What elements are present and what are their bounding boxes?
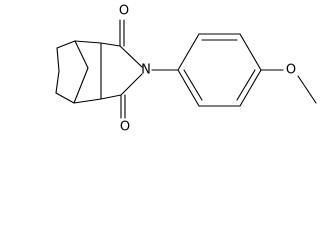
bond	[55, 70, 60, 94]
bond	[297, 75, 317, 104]
nitrogen-label: N	[141, 63, 151, 78]
atom-labels: O N O O	[119, 4, 296, 135]
chemical-structure: O N O O	[55, 4, 317, 135]
methoxyphenyl-group	[151, 33, 317, 107]
structure-canvas: O N O O	[55, 4, 317, 135]
bond	[177, 33, 200, 71]
oxygen-label: O	[120, 120, 130, 135]
oxygen-label: O	[286, 63, 296, 78]
bicyclo-heptane-ring	[55, 40, 102, 104]
aromatic-inner-bond	[183, 69, 203, 101]
bond	[100, 94, 122, 100]
bond	[100, 42, 121, 47]
bond	[73, 67, 89, 104]
bond	[177, 69, 200, 107]
bond	[239, 33, 262, 71]
bond	[74, 40, 89, 69]
bond	[74, 40, 102, 44]
aromatic-inner-bond	[236, 69, 256, 101]
carbonyl-bonds	[119, 19, 126, 119]
bond	[56, 40, 76, 49]
bond	[55, 92, 75, 104]
bond	[73, 98, 102, 104]
bond	[56, 47, 60, 72]
oxygen-label: O	[119, 4, 129, 19]
imide-ring	[100, 42, 143, 100]
bond	[239, 69, 262, 107]
bond	[119, 45, 143, 68]
bond	[120, 73, 143, 96]
